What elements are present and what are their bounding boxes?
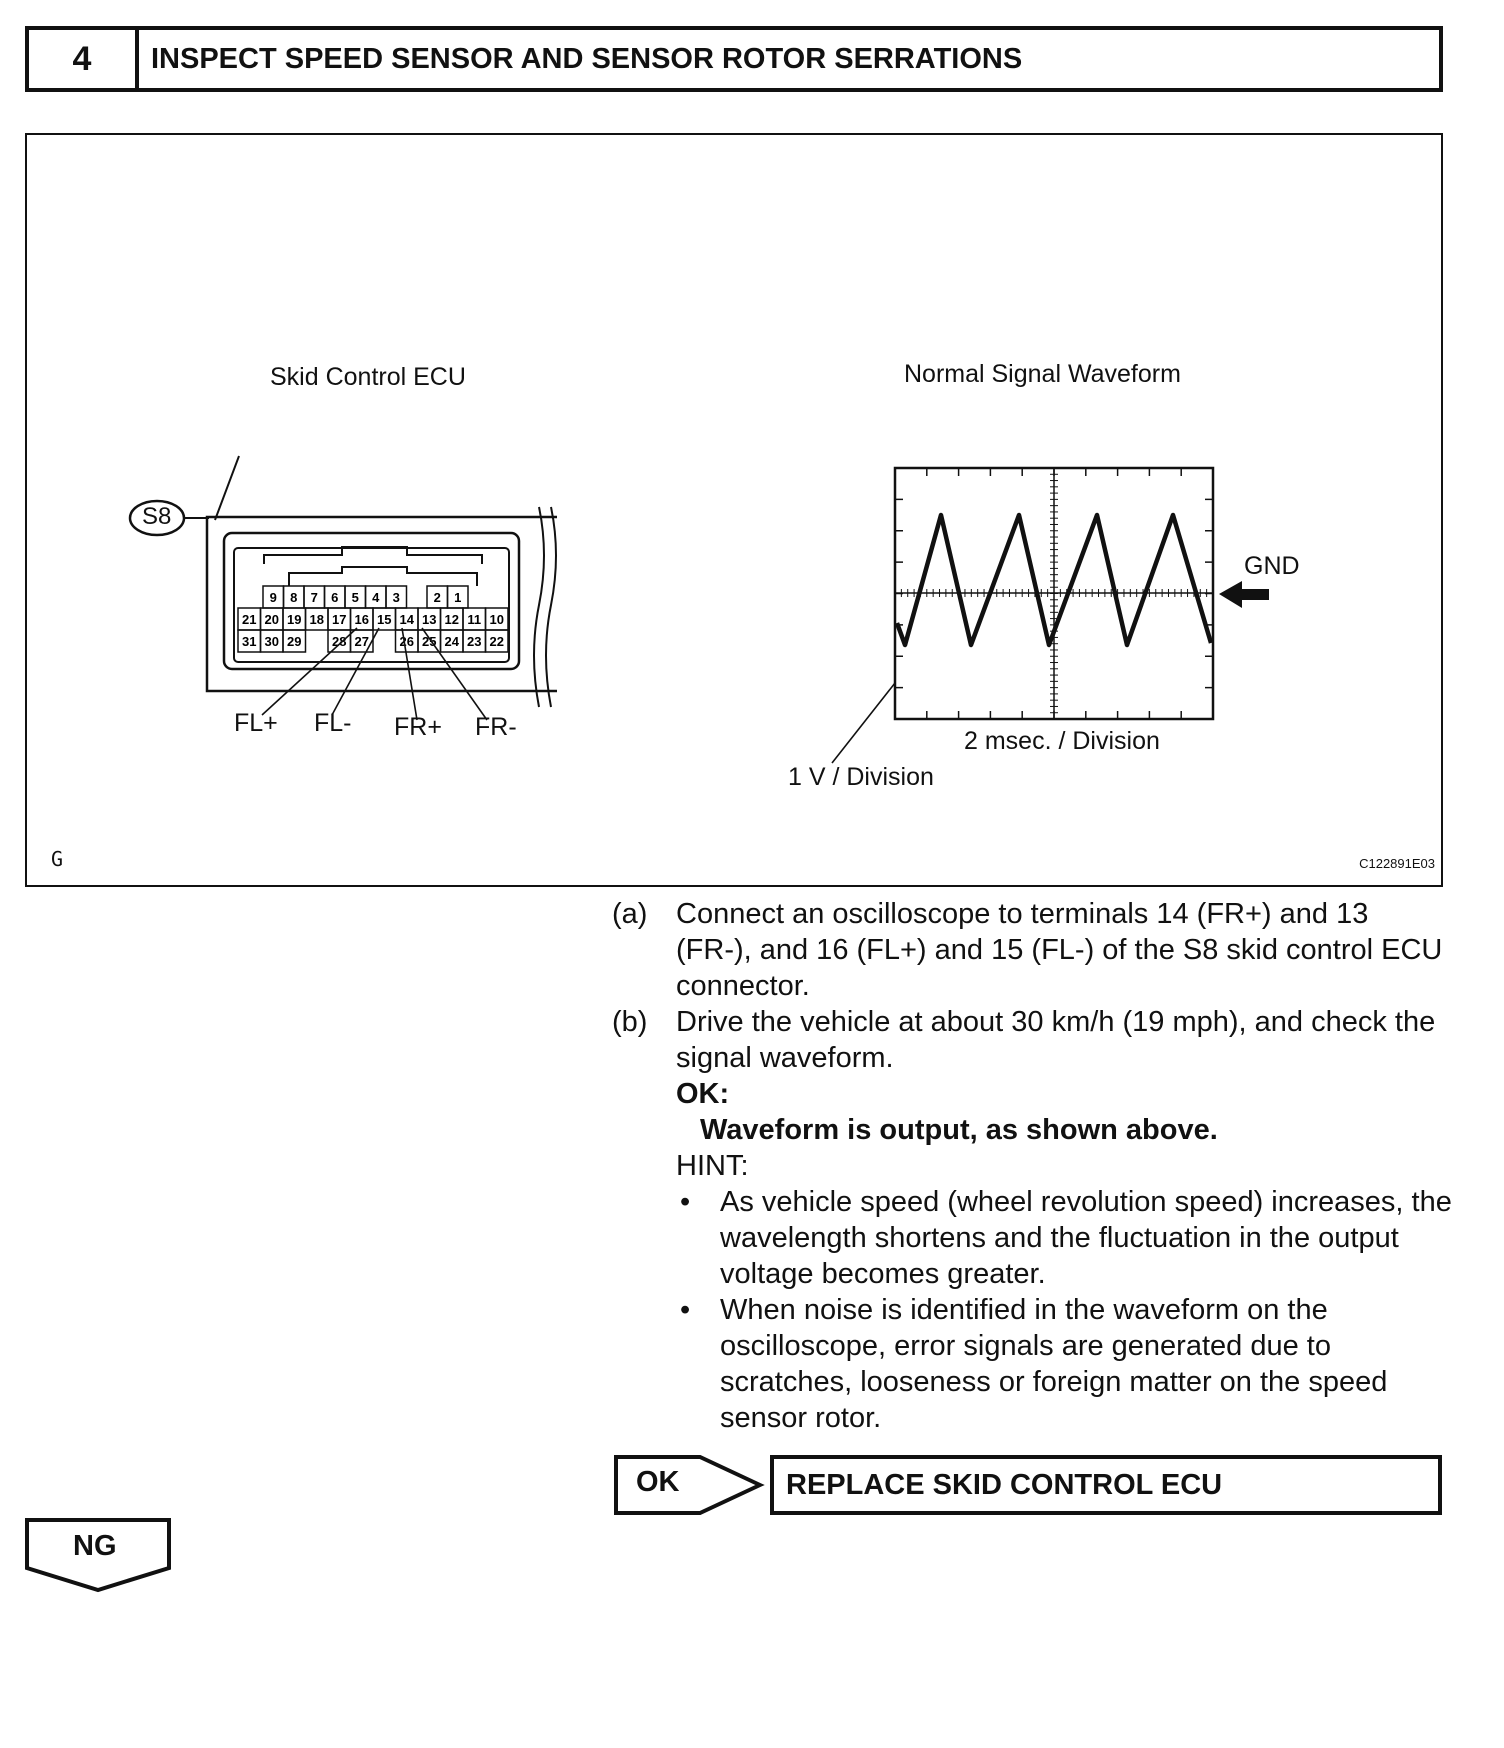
ng-result-arrow: NG — [25, 1518, 173, 1599]
pin-number: 13 — [422, 612, 436, 627]
terminal-fl-minus: FL- — [314, 709, 352, 737]
pin-number: 24 — [445, 634, 460, 649]
ok-result-arrow: OK — [614, 1455, 770, 1522]
hint-bullet-text: As vehicle speed (wheel revolution speed… — [720, 1186, 1452, 1290]
bullet-icon: • — [680, 1294, 691, 1326]
pin-number: 3 — [393, 590, 400, 605]
connector-body — [222, 531, 521, 671]
ng-arrow-down-icon — [25, 1518, 171, 1593]
gnd-label: GND — [1244, 552, 1300, 580]
pin-number: 16 — [355, 612, 369, 627]
pin-number: 5 — [352, 590, 359, 605]
ok-arrow-icon — [614, 1455, 765, 1515]
ok-label: OK: — [676, 1078, 730, 1110]
pin-number: 10 — [490, 612, 504, 627]
instruction-a-text: Connect an oscilloscope to terminals 14 … — [676, 898, 1443, 1002]
ok-spec: Waveform is output, as shown above. — [700, 1114, 1218, 1146]
pin-cell — [282, 629, 307, 653]
waveform-title: Normal Signal Waveform — [904, 360, 1181, 388]
pin-number: 8 — [290, 590, 297, 605]
pin-cell — [349, 629, 374, 653]
pin-number: 7 — [311, 590, 318, 605]
pin-number: 19 — [287, 612, 301, 627]
ecu-title: Skid Control ECU — [270, 363, 466, 391]
pin-number: 25 — [422, 634, 436, 649]
pin-number: 4 — [372, 590, 380, 605]
hint-label: HINT: — [676, 1150, 749, 1182]
pin-number: 11 — [467, 612, 481, 627]
instruction-a: (a) Connect an oscilloscope to terminals… — [612, 896, 1452, 1004]
pin-cell — [484, 629, 509, 653]
pin-number: 17 — [332, 612, 346, 627]
step-number: 4 — [29, 30, 139, 88]
pin-number: 30 — [265, 634, 279, 649]
pin-number: 6 — [331, 590, 338, 605]
instruction-b-text: Drive the vehicle at about 30 km/h (19 m… — [676, 1006, 1436, 1074]
step-header: 4 INSPECT SPEED SENSOR AND SENSOR ROTOR … — [25, 26, 1443, 92]
pin-number: 15 — [377, 612, 391, 627]
instruction-b: (b) Drive the vehicle at about 30 km/h (… — [612, 1004, 1452, 1436]
pin-number: 23 — [467, 634, 481, 649]
pin-number: 22 — [490, 634, 504, 649]
pin-number: 18 — [310, 612, 324, 627]
hint-bullet: • As vehicle speed (wheel revolution spe… — [676, 1184, 1452, 1292]
gnd-arrow-icon — [1219, 581, 1269, 608]
signal-waveform — [894, 512, 1214, 648]
instruction-a-key: (a) — [612, 898, 648, 930]
hint-bullet-text: When noise is identified in the waveform… — [720, 1294, 1388, 1434]
pin-cell — [306, 630, 329, 652]
pin-number: 27 — [355, 634, 369, 649]
pin-number: 1 — [454, 590, 461, 605]
connector-id-label: S8 — [142, 503, 172, 530]
ng-result-label: NG — [73, 1530, 117, 1562]
time-division-label: 2 msec. / Division — [964, 727, 1160, 755]
scope-gridlines — [894, 467, 1214, 720]
ecu-housing — [205, 515, 557, 693]
terminal-fr-plus: FR+ — [394, 713, 442, 741]
pin-number: 31 — [242, 634, 256, 649]
pin-number: 20 — [265, 612, 279, 627]
step-title: INSPECT SPEED SENSOR AND SENSOR ROTOR SE… — [151, 42, 1023, 75]
terminal-fr-minus: FR- — [475, 713, 517, 741]
pin-number: 9 — [270, 590, 277, 605]
pin-number: 26 — [400, 634, 414, 649]
bullet-icon: • — [680, 1186, 691, 1218]
hint-bullet: • When noise is identified in the wavefo… — [676, 1292, 1452, 1436]
instruction-b-key: (b) — [612, 1006, 648, 1038]
pin-number: 29 — [287, 634, 301, 649]
ok-action-box: REPLACE SKID CONTROL ECU — [770, 1455, 1442, 1515]
ok-result-label: OK — [636, 1466, 680, 1498]
pin-number: 2 — [434, 590, 441, 605]
pin-number: 28 — [332, 634, 346, 649]
pin-number: 14 — [400, 612, 415, 627]
corner-mark: G — [51, 847, 64, 871]
instruction-list: (a) Connect an oscilloscope to terminals… — [612, 896, 1452, 1436]
pin-number: 21 — [242, 612, 256, 627]
figure-code: C122891E03 — [1359, 856, 1435, 871]
terminal-fl-plus: FL+ — [234, 709, 278, 737]
volt-division-label: 1 V / Division — [788, 763, 934, 791]
pin-number: 12 — [445, 612, 459, 627]
pin-cell — [407, 586, 428, 608]
